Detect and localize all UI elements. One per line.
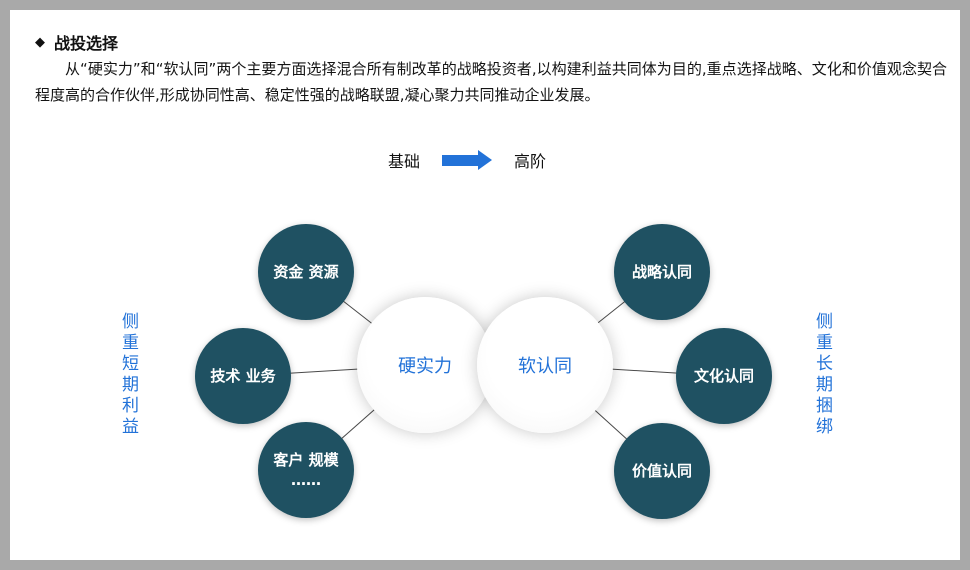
section-description: 从“硬实力”和“软认同”两个主要方面选择混合所有制改革的战略投资者,以构建利益共…	[35, 60, 947, 104]
right-arrow-icon	[442, 150, 493, 170]
node-customers-scale: 客户 规模 ……	[258, 422, 354, 518]
hub-hard-strength-label: 硬实力	[398, 356, 452, 377]
side-note-short-term: 侧重短期利益	[118, 312, 138, 438]
gradient-legend: 基础 高阶	[388, 148, 546, 172]
section-title-row: ◆ 战投选择	[35, 30, 118, 54]
node-label: 资金 资源	[273, 263, 339, 281]
node-culture-identity: 文化认同	[676, 328, 772, 424]
node-capital-resources: 资金 资源	[258, 224, 354, 320]
section-title: 战投选择	[54, 34, 119, 53]
diamond-bullet-icon: ◆	[35, 34, 45, 50]
connector-lines	[242, 271, 725, 472]
node-strategy-identity: 战略认同	[614, 224, 710, 320]
hub-soft-identity: 软认同	[477, 297, 613, 433]
legend-basic-label: 基础	[388, 152, 421, 171]
slide: ◆ 战投选择 从“硬实力”和“软认同”两个主要方面选择混合所有制改革的战略投资者…	[10, 10, 960, 560]
node-technology-business: 技术 业务	[195, 328, 291, 424]
node-label: 战略认同	[631, 263, 692, 281]
node-label: 客户 规模	[273, 451, 339, 469]
node-sub-label: ……	[291, 471, 321, 489]
node-label: 文化认同	[693, 367, 754, 385]
node-label: 技术 业务	[210, 367, 276, 385]
node-value-identity: 价值认同	[614, 423, 710, 519]
legend-advanced-label: 高阶	[514, 152, 547, 171]
hub-soft-identity-label: 软认同	[518, 356, 572, 377]
hub-hard-strength: 硬实力	[357, 297, 493, 433]
node-label: 价值认同	[631, 462, 692, 480]
side-note-long-term: 侧重长期捆绑	[812, 312, 832, 438]
